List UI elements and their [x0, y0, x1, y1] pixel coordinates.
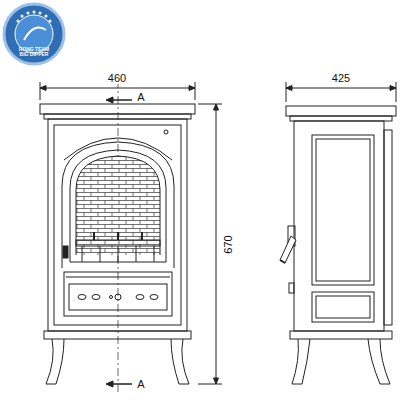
dimension-width: 460 — [107, 73, 127, 84]
front-view — [40, 80, 222, 395]
side-view — [280, 82, 396, 384]
section-marker: A — [136, 379, 145, 390]
watermark-logo — [4, 4, 64, 64]
section-marker: A — [136, 92, 145, 103]
dimension-depth: 425 — [331, 73, 351, 84]
watermark-text: RONG TEAM BIG DIPPER — [14, 47, 54, 58]
dimension-height: 670 — [222, 234, 233, 254]
